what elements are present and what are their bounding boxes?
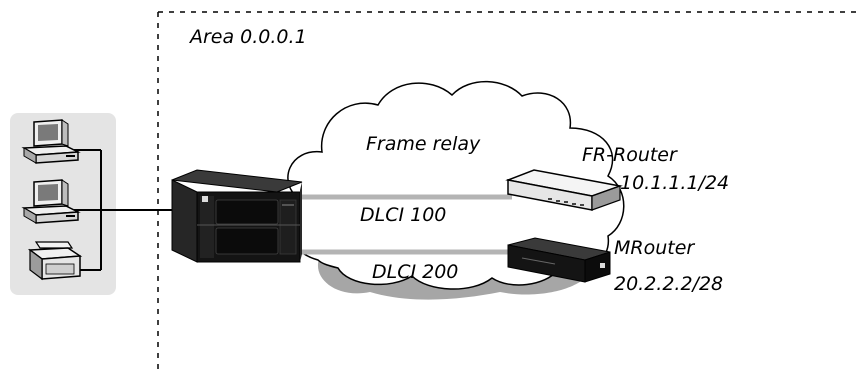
router-icon [505,169,623,211]
area-label: Area 0.0.0.1 [190,26,307,48]
host-bus [74,149,172,271]
mrouter-ip: 20.2.2.2/28 [614,273,724,295]
desktop-computer-icon [21,179,81,224]
desktop-computer-icon [21,119,81,164]
mrouter-name: MRouter [614,237,695,259]
frame-relay-cloud [286,80,625,290]
fr-router-ip: 10.1.1.1/24 [620,172,730,194]
printer-icon [27,241,83,281]
switch-chassis-icon [171,169,303,263]
fr-router-name: FR-Router [582,144,677,166]
cloud-label: Frame relay [366,133,481,155]
router-icon [507,237,611,283]
dlci-100-label: DLCI 100 [360,204,447,226]
pvc-links [300,194,512,255]
dlci-200-label: DLCI 200 [372,261,459,283]
area-boundary [157,11,860,374]
